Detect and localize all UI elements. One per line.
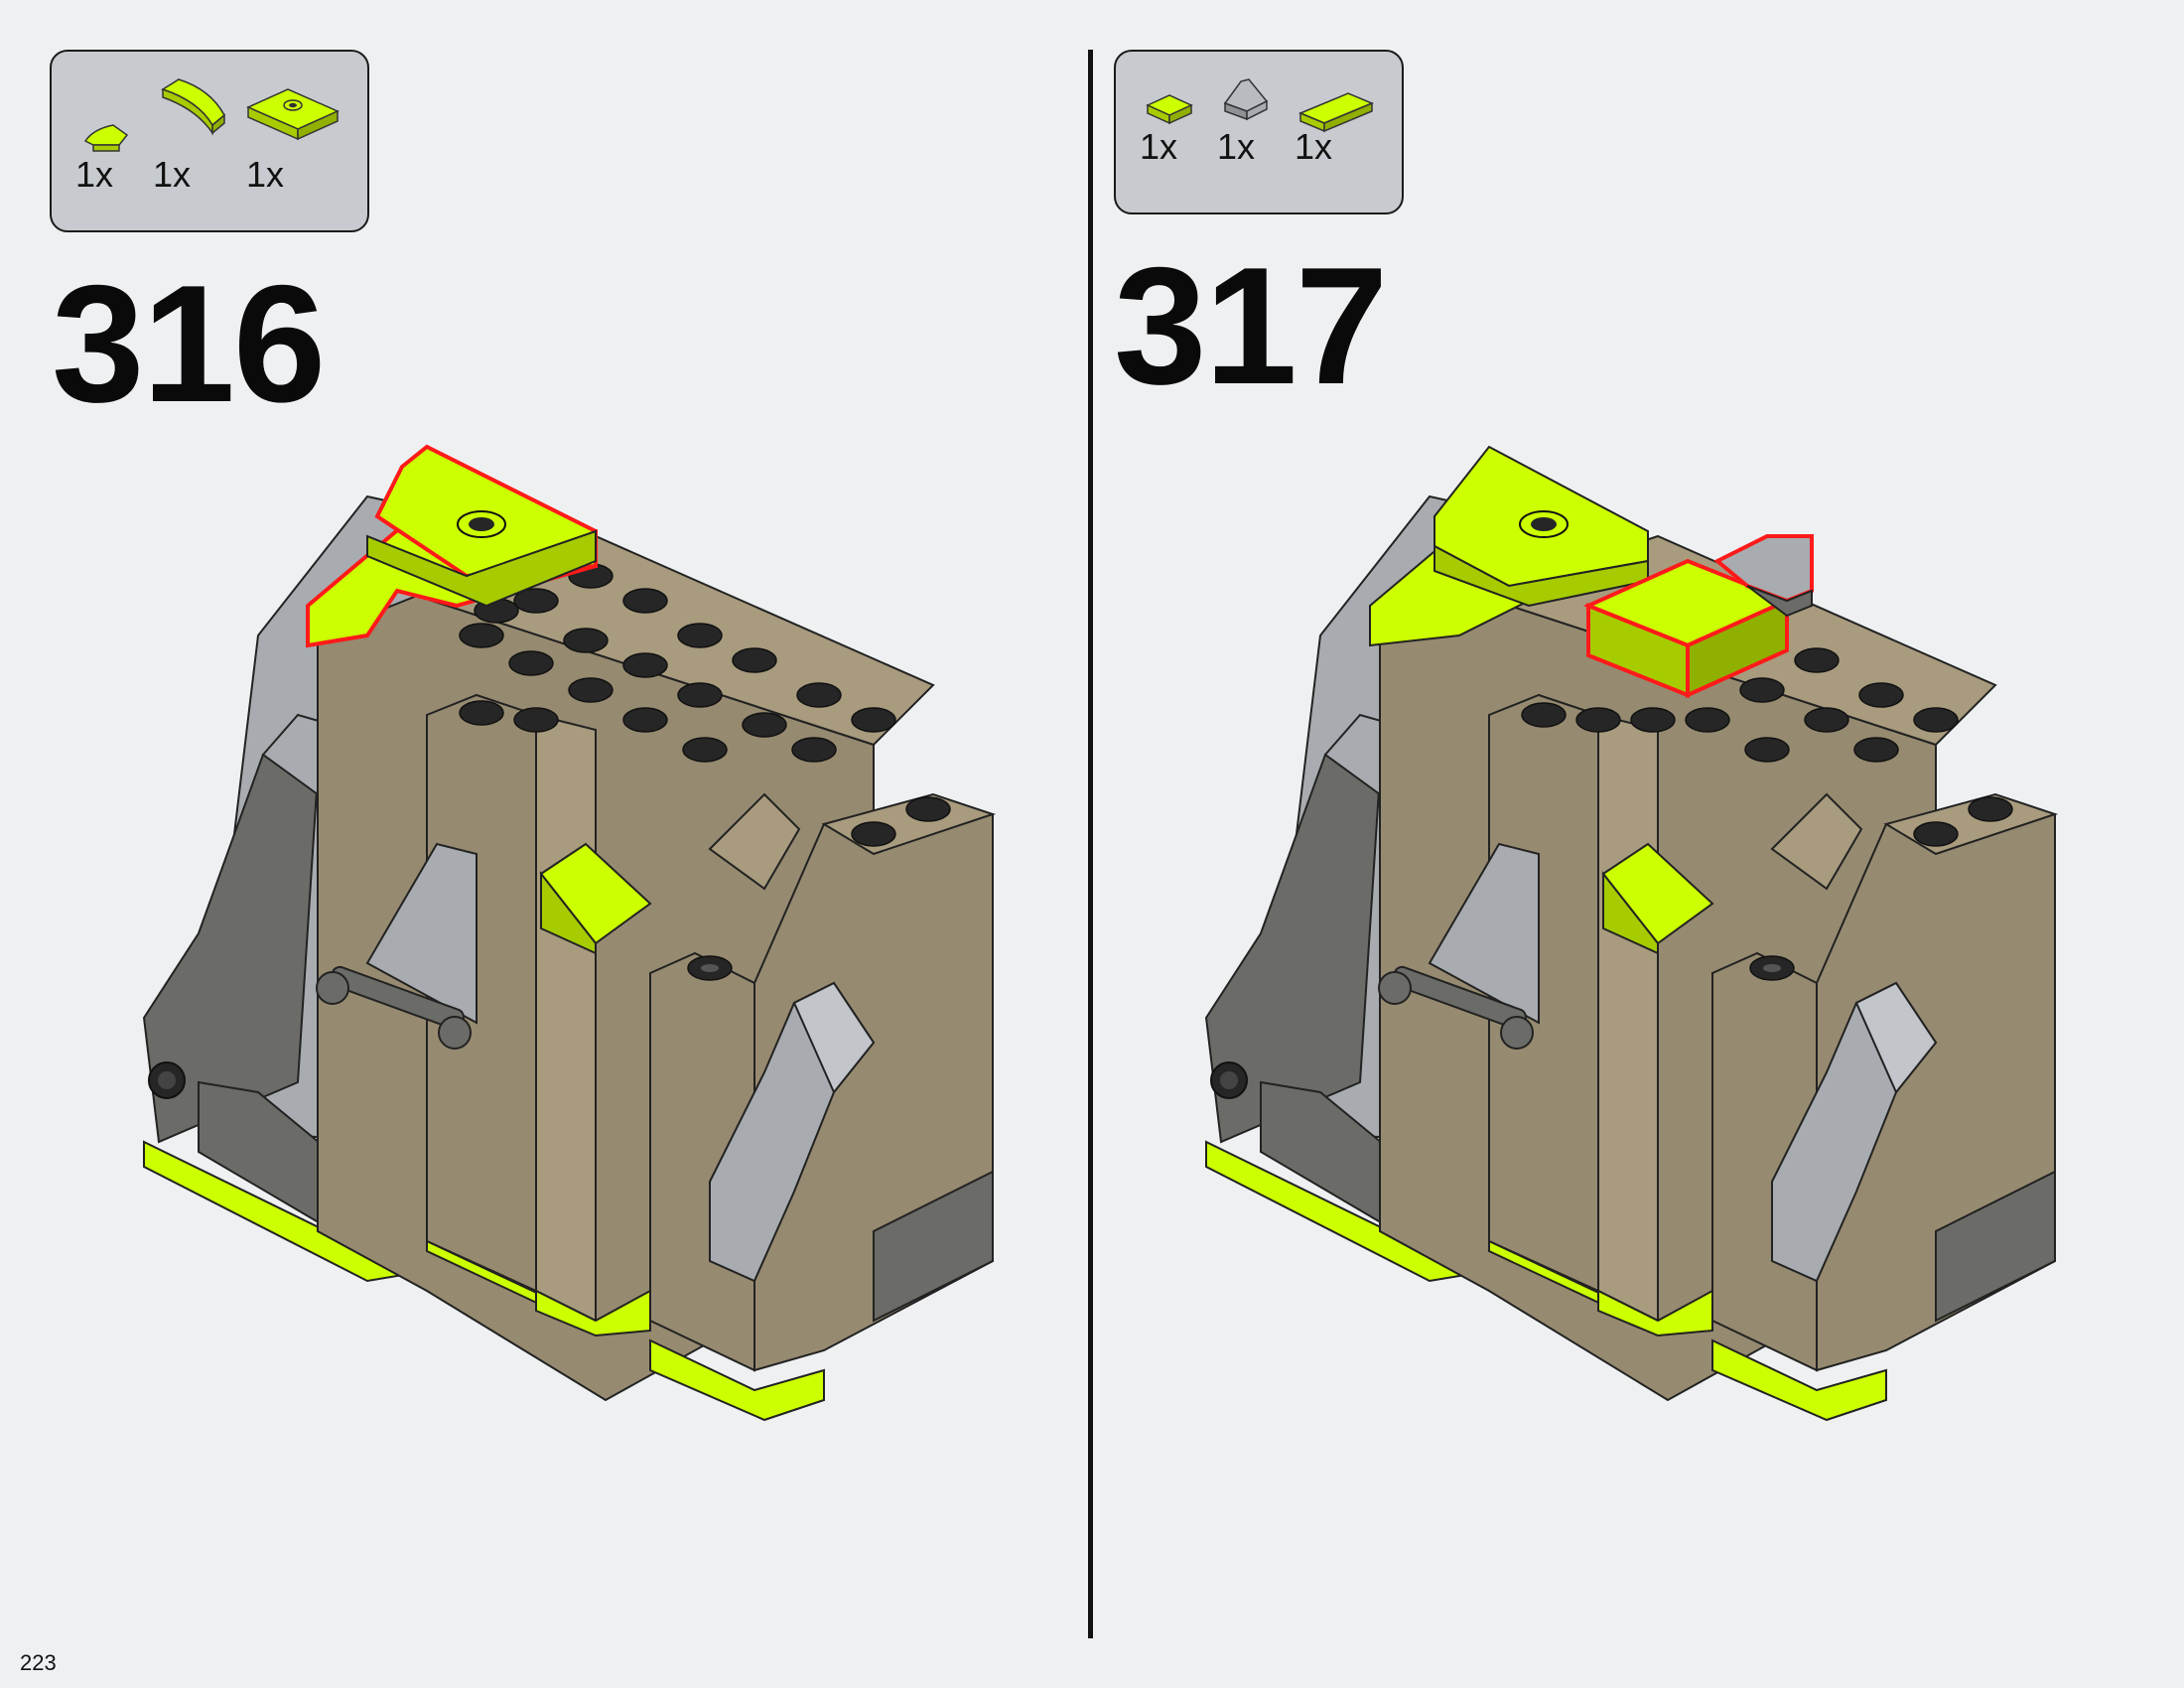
model-illustration — [1204, 445, 2059, 1422]
step-divider — [1088, 50, 1093, 1638]
page-number: 223 — [20, 1650, 57, 1675]
part-quantity: 1x — [75, 154, 114, 195]
lime-plate-with-center-stud-icon — [246, 88, 340, 141]
part-quantity: 1x — [1140, 126, 1178, 167]
lime-curved-quarter-tile-icon — [83, 124, 129, 152]
gray-slope-icon — [1223, 78, 1269, 121]
step-number: 317 — [1114, 232, 1388, 419]
lime-curved-slope-icon — [161, 78, 225, 136]
step-number: 316 — [52, 250, 326, 437]
model-illustration — [142, 444, 997, 1422]
step-316: 1x 1x 1x 316 — [0, 0, 1090, 1688]
part-quantity: 1x — [1295, 126, 1333, 167]
parts-callout: 1x 1x 1x — [1114, 50, 1404, 214]
lime-long-tile-icon — [1298, 92, 1374, 133]
lime-tile-icon — [1146, 94, 1193, 125]
parts-callout: 1x 1x 1x — [50, 50, 369, 232]
part-quantity: 1x — [246, 154, 285, 195]
step-317: 1x 1x 1x 317 — [1092, 0, 2184, 1688]
part-quantity: 1x — [153, 154, 192, 195]
part-quantity: 1x — [1217, 126, 1256, 167]
